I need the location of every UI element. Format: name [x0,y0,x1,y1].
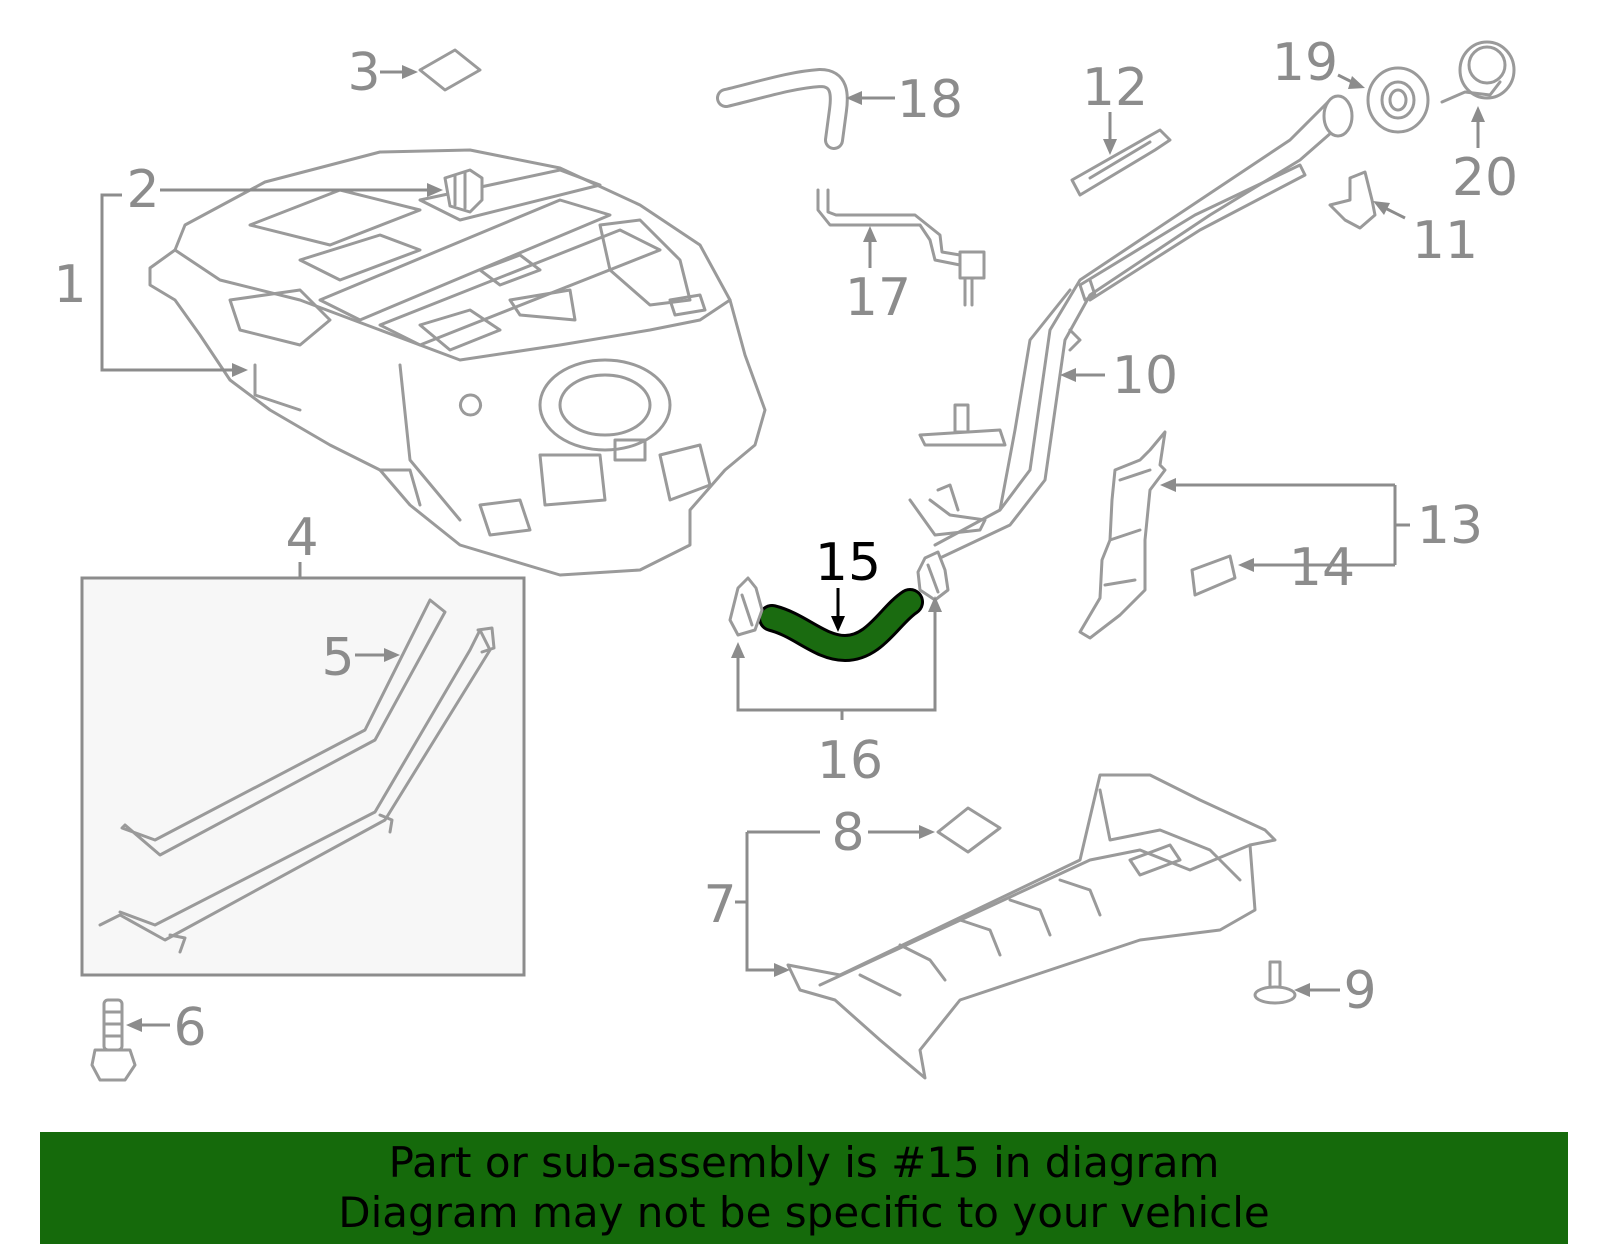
pad-part-8[interactable] [936,806,1002,854]
tank-valve-part[interactable] [443,168,484,214]
label-13: 13 [1417,496,1483,556]
info-banner: Part or sub-assembly is #15 in diagram D… [40,1132,1568,1244]
strap-kit-box [80,576,526,977]
label-10: 10 [1112,346,1178,406]
label-2: 2 [126,160,159,220]
pad-part-3[interactable] [418,48,482,92]
hose-part-15[interactable] [758,588,924,663]
label-4: 4 [285,508,318,568]
clip-part-9[interactable] [1253,960,1297,1005]
label-17: 17 [845,268,911,328]
fuel-tank-part[interactable] [148,148,767,577]
pad-part-14[interactable] [1190,554,1237,597]
label-15-highlighted: 15 [815,533,881,593]
label-14: 14 [1289,538,1355,598]
protector-part-12[interactable] [1070,128,1172,197]
tank-strap-part-5[interactable] [120,598,447,857]
label-19: 19 [1272,33,1338,93]
filler-pipe-part[interactable] [908,94,1354,560]
tank-strap-part[interactable] [98,626,496,954]
bracket-part-11[interactable] [1328,170,1377,230]
heat-shield-part[interactable] [1078,430,1167,640]
vent-tube-part-17[interactable] [816,188,986,307]
banner-line-1: Part or sub-assembly is #15 in diagram [388,1138,1220,1187]
label-7: 7 [703,875,736,935]
label-18: 18 [897,70,963,130]
label-16: 16 [817,731,883,791]
clamp-part-16-right[interactable] [916,550,950,602]
ring-part-19[interactable] [1366,66,1430,134]
hose-part-18[interactable] [716,67,849,150]
label-6: 6 [173,998,206,1058]
label-8: 8 [831,803,864,863]
clamp-part-16-left[interactable] [728,576,764,637]
label-1: 1 [53,255,86,315]
label-5: 5 [321,628,354,688]
fuel-cap-part-20[interactable] [1440,40,1516,104]
label-3: 3 [347,43,380,103]
label-11: 11 [1412,211,1478,271]
leader-lines [100,65,1485,1032]
label-20: 20 [1452,148,1518,208]
label-12: 12 [1082,58,1148,118]
banner-line-2: Diagram may not be specific to your vehi… [338,1188,1270,1237]
bolt-part-6[interactable] [90,998,137,1082]
label-9: 9 [1343,961,1376,1021]
under-cover-part[interactable] [786,773,1277,1080]
